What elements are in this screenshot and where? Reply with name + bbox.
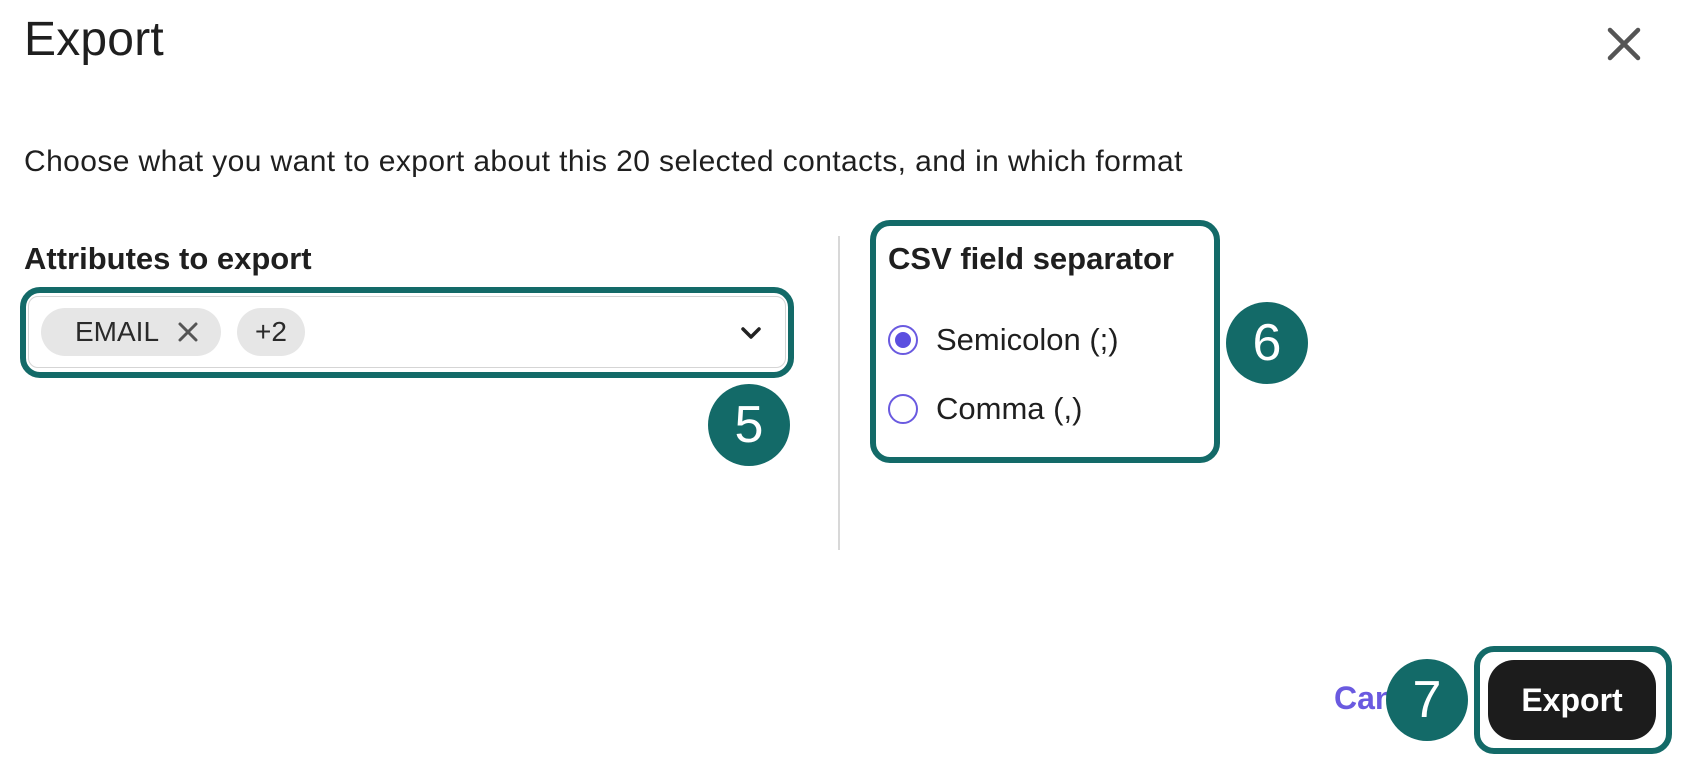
- radio-comma-label: Comma (,): [936, 391, 1083, 426]
- step-highlight-separator: [870, 220, 1220, 463]
- column-divider: [838, 236, 840, 550]
- chevron-down-icon[interactable]: [737, 319, 765, 347]
- radio-comma[interactable]: [888, 394, 918, 424]
- step-badge-5: 5: [708, 384, 790, 466]
- attribute-chip-email: EMAIL: [41, 308, 222, 356]
- step-highlight-attributes: [20, 287, 794, 378]
- attributes-label: Attributes to export: [24, 241, 312, 276]
- close-button[interactable]: [1604, 24, 1644, 64]
- radio-semicolon-label: Semicolon (;): [936, 322, 1119, 357]
- export-button[interactable]: Export: [1488, 660, 1656, 740]
- radio-semicolon[interactable]: [888, 325, 918, 355]
- radio-option-comma[interactable]: Comma (,): [888, 391, 1082, 427]
- radio-option-semicolon[interactable]: Semicolon (;): [888, 322, 1119, 358]
- separator-label: CSV field separator: [888, 241, 1174, 276]
- chip-remove-button[interactable]: [177, 321, 199, 343]
- chip-label: EMAIL: [75, 316, 160, 347]
- step-highlight-export: [1474, 646, 1672, 754]
- close-icon: [1607, 27, 1641, 61]
- more-attributes-chip[interactable]: +2: [237, 308, 305, 356]
- dialog-title: Export: [24, 13, 164, 66]
- attributes-multiselect[interactable]: EMAIL +2: [28, 296, 786, 368]
- step-badge-6: 6: [1226, 302, 1308, 384]
- dialog-description: Choose what you want to export about thi…: [24, 145, 1183, 178]
- close-icon: [178, 322, 198, 342]
- step-badge-7: 7: [1386, 659, 1468, 741]
